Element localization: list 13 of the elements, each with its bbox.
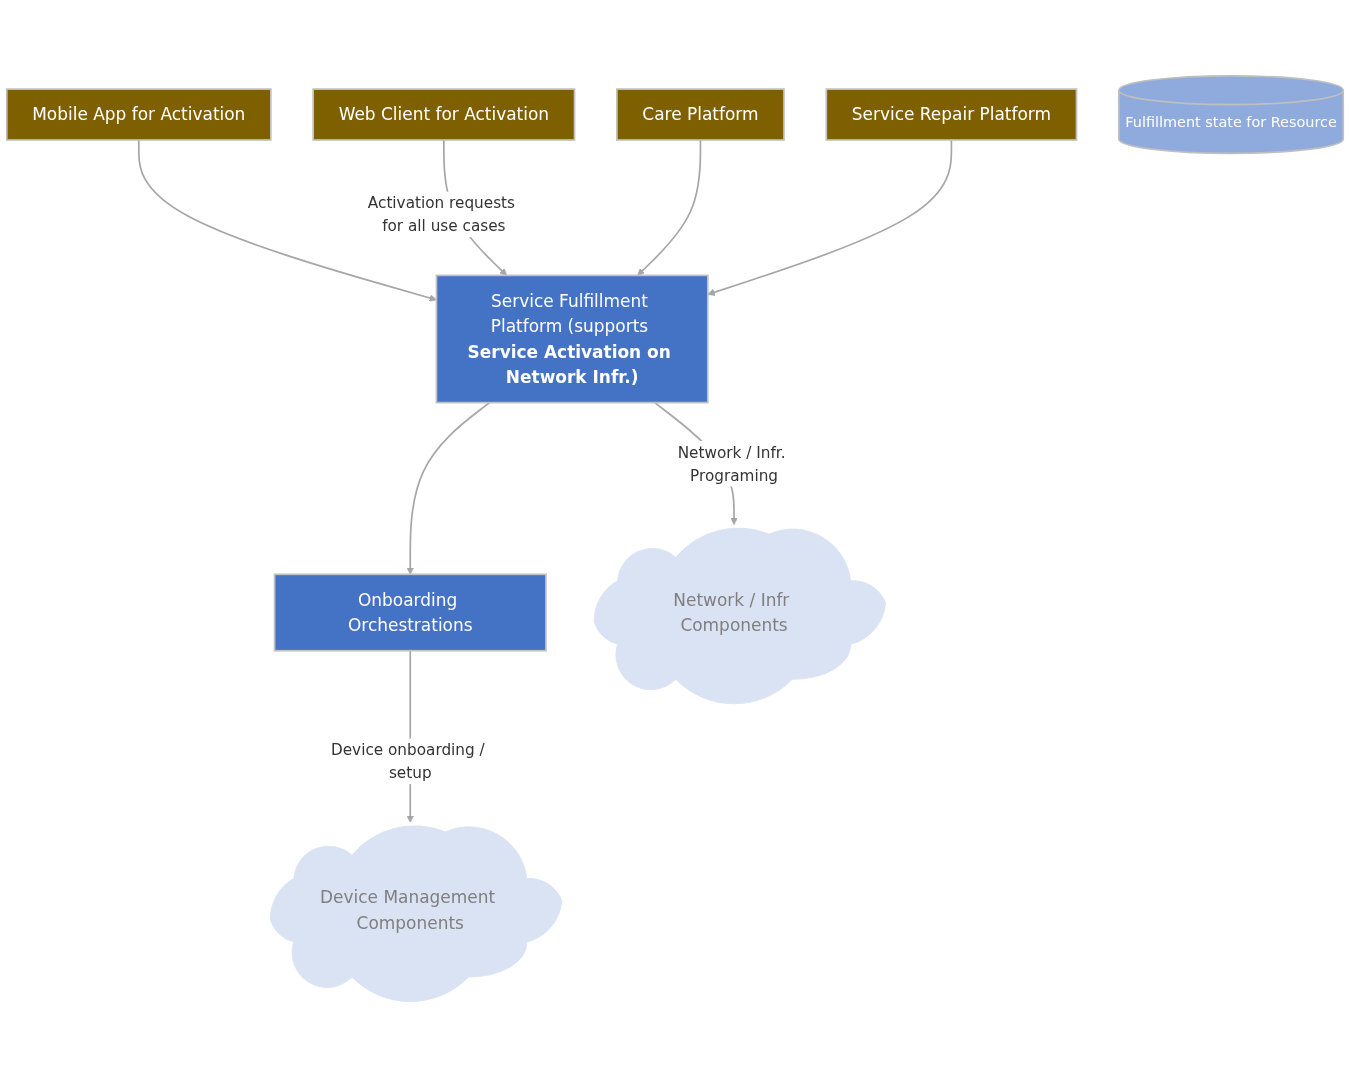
node-box: Care Platform <box>616 88 785 141</box>
edge-label: Network / Infr. Programing <box>677 443 786 484</box>
arrow <box>137 139 437 302</box>
node-box: Service Repair Platform <box>825 88 1078 141</box>
node-box: Service Fulfillment Platform (supports Service Activation on Network Infr.) <box>435 274 709 404</box>
arrow <box>707 139 953 296</box>
node-box: Web Client for Activation <box>312 88 576 141</box>
edge-label: Device onboarding / setup <box>330 740 485 782</box>
node-box: Mobile App for Activation <box>5 88 272 141</box>
arrow <box>406 401 491 575</box>
arrow <box>637 139 702 276</box>
node-box: Onboarding Orchestrations <box>273 573 547 652</box>
edge-label: Activation requests for all use cases <box>367 193 516 235</box>
